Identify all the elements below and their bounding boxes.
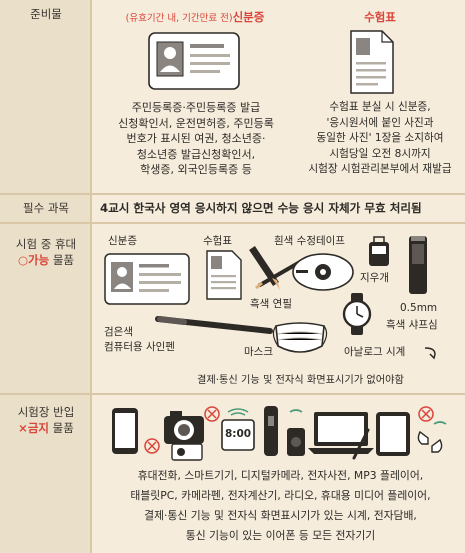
label-allowed-items: 시험 중 휴대 ○가능 물품 bbox=[15, 237, 77, 267]
allowed-mech-pencil-size: 0.5mm bbox=[400, 302, 438, 314]
row-divider bbox=[0, 393, 465, 395]
allowed-mark: ○ bbox=[17, 253, 29, 267]
id-card-icon bbox=[104, 253, 190, 305]
allowed-watch-note: 결제·통신 기능 및 전자식 화면표시기가 없어야함 bbox=[197, 375, 404, 386]
digital-clock-display: 8:00 bbox=[225, 428, 252, 440]
id-card-description: 주민등록증·주민등록증 발급 신청확인서, 운전면허증, 주민등록 번호가 표시… bbox=[118, 101, 274, 176]
analog-watch-icon bbox=[342, 293, 372, 335]
allowed-pen-color: 검은색 bbox=[104, 326, 133, 338]
allowed-tape-label: 흰색 수정테이프 bbox=[274, 235, 345, 247]
sign-pen-icon bbox=[155, 316, 273, 334]
banned-mark: × bbox=[18, 421, 28, 435]
required-subject-note: 4교시 한국사 영역 응시하지 않으면 수능 응시 자체가 무효 처리됨 bbox=[100, 201, 422, 215]
mask-icon bbox=[272, 322, 328, 353]
allowed-pencil-label: 흑색 연필 bbox=[250, 298, 292, 310]
allowed-eraser-label: 지우개 bbox=[360, 272, 389, 284]
admission-ticket-description: 수험표 분실 시 신분증, '응시원서에 붙인 사진과 동일한 사진' 1장을 … bbox=[308, 101, 452, 175]
banned-items-description: 휴대전화, 스마트기기, 디지털카메라, 전자사전, MP3 플레이어, 태블릿… bbox=[130, 469, 431, 542]
label-banned-items: 시험장 반입 ×금지 물품 bbox=[17, 405, 75, 435]
allowed-mech-pencil-label: 흑색 샤프심 bbox=[386, 319, 438, 331]
category-column bbox=[0, 0, 92, 553]
eraser-icon bbox=[369, 236, 389, 266]
allowed-mask-label: 마스크 bbox=[244, 346, 273, 358]
correction-tape-icon bbox=[255, 253, 354, 291]
admission-ticket-title: 수험표 bbox=[364, 10, 396, 24]
allowed-pen-label: 컴퓨터용 사인펜 bbox=[104, 341, 175, 353]
allowed-word: 가능 bbox=[28, 253, 50, 267]
admission-ticket-icon bbox=[350, 30, 394, 94]
row-divider bbox=[0, 193, 465, 195]
mechanical-pencil-lead-icon bbox=[409, 236, 427, 294]
allowed-id-label: 신분증 bbox=[108, 235, 137, 247]
id-card-title: (유효기간 내, 기간만료 전)신분증 bbox=[125, 10, 265, 24]
banned-devices-illustration bbox=[112, 406, 447, 461]
allowed-watch-label: 아날로그 시계 bbox=[344, 346, 406, 358]
banned-word: 금지 bbox=[27, 421, 49, 435]
allowed-ticket-label: 수험표 bbox=[203, 235, 232, 247]
id-card-icon bbox=[148, 32, 240, 90]
row-divider bbox=[0, 222, 465, 224]
arrow-hook-icon bbox=[424, 347, 436, 360]
label-preparation: 준비물 bbox=[30, 7, 62, 21]
pencil-icon bbox=[249, 246, 280, 290]
label-required-subject: 필수 과목 bbox=[23, 201, 69, 215]
admission-ticket-icon bbox=[206, 250, 242, 300]
